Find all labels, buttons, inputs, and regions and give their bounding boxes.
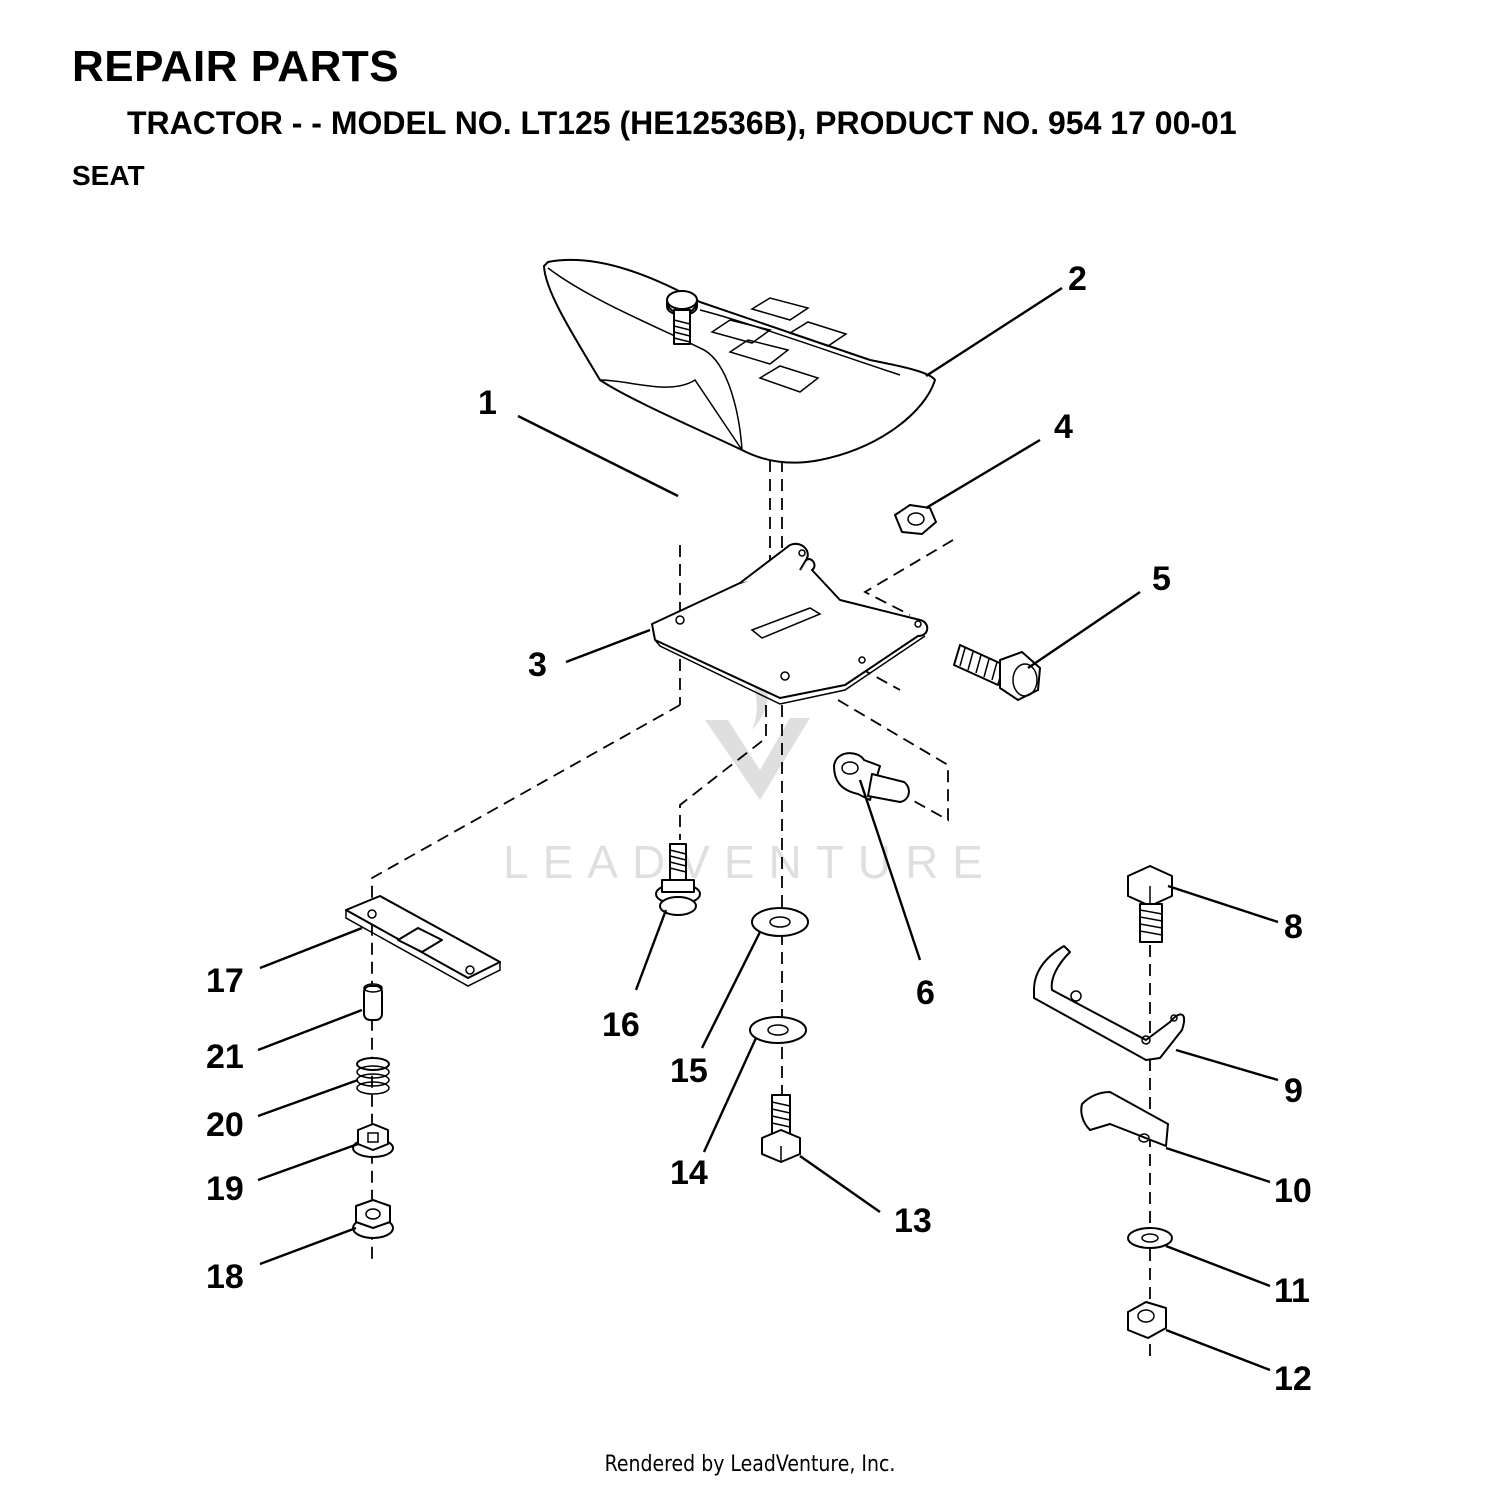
latch-plate-part <box>345 895 501 987</box>
callout-21: 21 <box>206 1038 244 1076</box>
callouts: 1 2 3 4 5 6 8 9 10 11 12 13 14 15 16 17 … <box>206 260 1312 1398</box>
carriage-bolt-part <box>666 290 698 345</box>
callout-18: 18 <box>206 1258 244 1296</box>
callout-14: 14 <box>670 1154 708 1192</box>
flat-washer-hole <box>769 916 791 928</box>
callout-12: 12 <box>1274 1360 1312 1398</box>
callout-3: 3 <box>528 646 547 684</box>
callout-5: 5 <box>1152 560 1171 598</box>
bracket-part <box>1033 945 1186 1061</box>
flange-lock-nut-part <box>352 1199 394 1239</box>
lock-nut-12-part <box>1127 1301 1167 1339</box>
callout-19: 19 <box>206 1170 244 1208</box>
leader-lines <box>257 286 1279 1372</box>
callout-8: 8 <box>1284 908 1303 946</box>
callout-17: 17 <box>206 962 244 1000</box>
lock-washer-hole <box>767 1024 789 1036</box>
washer-11-hole <box>1141 1233 1159 1243</box>
flange-nut-part <box>352 1123 394 1158</box>
callout-11: 11 <box>1274 1272 1310 1310</box>
callout-2: 2 <box>1068 260 1087 298</box>
page-title: REPAIR PARTS <box>72 42 400 91</box>
lock-washer-part <box>749 1016 807 1044</box>
shoulder-bolt-part <box>953 644 1041 701</box>
section-label: SEAT <box>72 160 145 191</box>
hex-bolt-8-part <box>1127 865 1173 943</box>
callout-20: 20 <box>206 1106 244 1144</box>
callout-16: 16 <box>602 1006 640 1044</box>
seat-part <box>543 258 936 464</box>
flange-bolt-part <box>655 843 701 916</box>
hex-bolt-part <box>761 1094 801 1163</box>
seat-plate-part <box>651 542 929 705</box>
callout-6: 6 <box>916 974 935 1012</box>
model-subtitle: TRACTOR - - MODEL NO. LT125 (HE12536B), … <box>127 105 1237 141</box>
washer-11-part <box>1127 1227 1173 1249</box>
callout-10: 10 <box>1274 1172 1312 1210</box>
shim-part <box>1080 1091 1169 1147</box>
footer-credit: Rendered by LeadVenture, Inc. <box>604 1452 896 1477</box>
callout-13: 13 <box>894 1202 932 1240</box>
spring-part <box>356 1057 390 1095</box>
callout-4: 4 <box>1054 408 1073 446</box>
callout-9: 9 <box>1284 1072 1303 1110</box>
callout-1: 1 <box>478 384 497 422</box>
hex-nut-part <box>894 504 937 535</box>
watermark-text: LEADVENTURE <box>503 836 997 888</box>
pin-part <box>363 983 383 1021</box>
callout-15: 15 <box>670 1052 708 1090</box>
flat-washer-part <box>751 907 809 937</box>
seat-clip-part <box>833 752 910 803</box>
